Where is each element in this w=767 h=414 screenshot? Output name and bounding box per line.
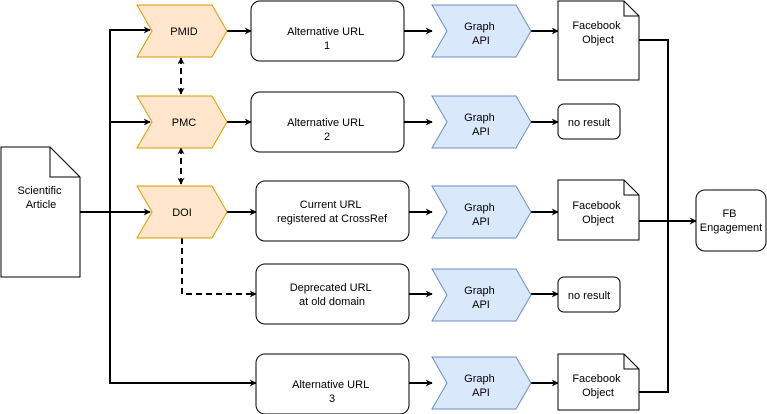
node-deprecated-url: Deprecated URL at old domain xyxy=(255,263,410,325)
node-no-result-1: no result xyxy=(557,103,621,140)
node-facebook-object-1: Facebook Object xyxy=(557,0,640,81)
url-alt1-label: Alternative URL 1 xyxy=(287,26,367,52)
node-graph-api-3: Graph API xyxy=(431,185,532,239)
node-graph-api-5: Graph API xyxy=(431,356,532,410)
fb-object-2-label: Facebook Object xyxy=(572,200,623,226)
edge-article-alt3 xyxy=(109,212,257,387)
pmid-label: PMID xyxy=(170,26,198,38)
no-result-2-label: no result xyxy=(568,290,610,302)
node-fb-engagement: FB Engagement xyxy=(695,189,767,252)
fb-object-1-label: Facebook Object xyxy=(572,20,623,46)
url-alt2-label: Alternative URL 2 xyxy=(287,117,367,143)
dashed-connectors xyxy=(177,57,257,298)
node-graph-api-1: Graph API xyxy=(431,4,532,58)
node-pmid: PMID xyxy=(136,4,228,58)
graph-api-1-label: Graph API xyxy=(464,21,498,47)
edge-fb1-engagement xyxy=(639,39,697,225)
node-scientific-article: Scientific Article xyxy=(0,146,81,278)
url-alt3-label: Alternative URL 3 xyxy=(292,379,372,405)
edge-fb3-engagement xyxy=(639,221,669,393)
url-deprecated-label: Deprecated URL at old domain xyxy=(290,282,375,308)
node-graph-api-2: Graph API xyxy=(431,95,532,149)
fb-engagement-label: FB Engagement xyxy=(700,208,762,234)
node-facebook-object-2: Facebook Object xyxy=(557,179,640,241)
node-current-url: Current URL registered at CrossRef xyxy=(255,180,410,242)
no-result-1-label: no result xyxy=(568,117,610,129)
article-label: Scientific Article xyxy=(17,185,64,211)
connectors xyxy=(80,26,697,393)
graph-api-3-label: Graph API xyxy=(464,202,498,228)
node-alternative-url-2: Alternative URL 2 xyxy=(250,91,405,153)
node-alternative-url-1: Alternative URL 1 xyxy=(250,0,405,62)
node-alternative-url-3: Alternative URL 3 xyxy=(255,353,410,414)
url-current-label: Current URL registered at CrossRef xyxy=(277,199,388,225)
graph-api-2-label: Graph API xyxy=(464,112,498,138)
graph-api-5-label: Graph API xyxy=(464,373,498,399)
node-facebook-object-3: Facebook Object xyxy=(557,353,640,411)
node-graph-api-4: Graph API xyxy=(431,268,532,322)
node-pmc: PMC xyxy=(136,95,228,149)
fb-object-3-label: Facebook Object xyxy=(572,373,623,399)
edge-doi-deprecated xyxy=(181,238,257,298)
node-doi: DOI xyxy=(136,185,228,239)
doi-label: DOI xyxy=(172,207,192,219)
graph-api-4-label: Graph API xyxy=(464,285,498,311)
node-no-result-2: no result xyxy=(557,276,621,313)
pmc-label: PMC xyxy=(172,117,197,129)
